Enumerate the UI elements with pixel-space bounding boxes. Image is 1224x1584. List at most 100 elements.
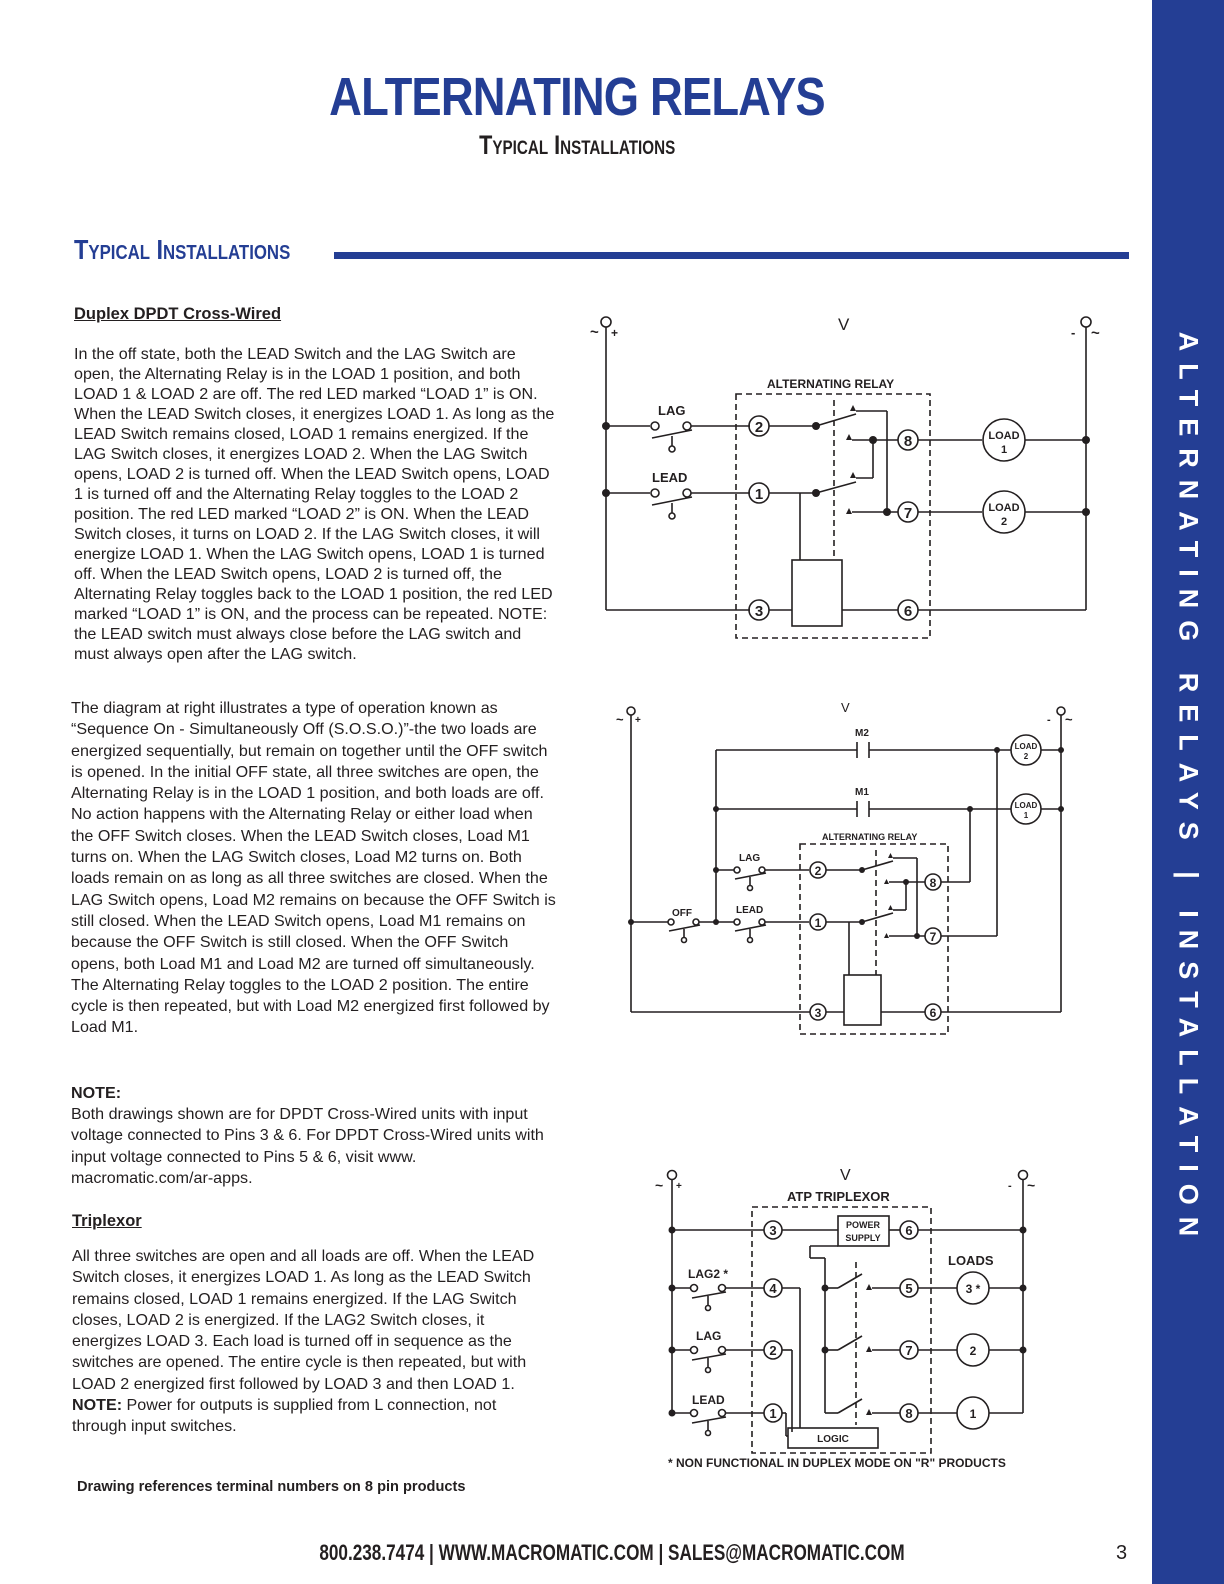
junction-dot xyxy=(713,919,719,925)
terminal-8-label: 8 xyxy=(904,433,912,450)
lag2-switch-contact xyxy=(689,1283,699,1293)
tilde-right: ~ xyxy=(1065,712,1073,727)
off-switch-contact xyxy=(667,918,675,926)
load-2-word: LOAD xyxy=(1015,742,1038,751)
contact-blade xyxy=(861,912,894,923)
terminal-8-label: 8 xyxy=(905,1406,912,1421)
load-1-number: 1 xyxy=(1001,444,1007,456)
contact-triangle xyxy=(866,1346,872,1352)
lag-switch-contact xyxy=(733,866,741,874)
triplexor-heading: Triplexor xyxy=(72,1212,142,1230)
terminal-1-label: 1 xyxy=(755,486,763,503)
junction-dot xyxy=(914,933,920,939)
alternating-relay-box xyxy=(735,393,931,639)
terminal-7-label: 7 xyxy=(930,930,937,944)
tilde-left: ~ xyxy=(616,712,624,727)
lead-label: LEAD xyxy=(736,905,763,916)
minus-sign: - xyxy=(1071,325,1075,340)
note-label: NOTE: xyxy=(71,1084,122,1102)
supply-plus-terminal xyxy=(600,316,612,328)
triplexor-wiring-diagram: ~ + - ~ V ATP TRIPLEXOR 3 POWER SUPPLY 6… xyxy=(655,1167,1035,1470)
lag-switch-contact xyxy=(717,1345,727,1355)
lead-switch-pivot xyxy=(704,1429,712,1437)
junction-dot xyxy=(1019,1284,1027,1292)
terminal-2-label: 2 xyxy=(815,864,822,878)
terminal-8-label: 8 xyxy=(930,876,937,890)
triplexor-footnote: * NON FUNCTIONAL IN DUPLEX MODE ON "R" P… xyxy=(668,1456,1006,1470)
page-number: 3 xyxy=(1116,1542,1128,1564)
load-1-word: LOAD xyxy=(988,430,1019,442)
atp-triplexor-label: ATP TRIPLEXOR xyxy=(787,1189,890,1204)
off-switch-blade xyxy=(668,924,701,932)
supply-plus-terminal xyxy=(626,706,636,716)
lead-switch-blade xyxy=(651,496,693,506)
lead-label: LEAD xyxy=(652,470,687,485)
plus-sign: + xyxy=(611,326,618,340)
terminal-6-label: 6 xyxy=(904,603,912,620)
lead-switch-blade xyxy=(691,1416,727,1424)
plus-sign: + xyxy=(676,1181,682,1192)
sidebar-band xyxy=(1152,0,1224,1584)
terminal-7-label: 7 xyxy=(904,505,912,522)
lag-switch-pivot xyxy=(746,884,754,892)
relay-coil xyxy=(791,559,843,627)
contact-triangle xyxy=(850,405,856,411)
contact-blade xyxy=(815,481,857,494)
terminal-3-label: 3 xyxy=(769,1223,776,1238)
triplexor-paragraph: All three switches are open and all load… xyxy=(72,1246,554,1438)
load-2-label: 2 xyxy=(970,1344,977,1358)
drawing-footnote: Drawing references terminal numbers on 8… xyxy=(77,1479,466,1495)
terminal-1-label: 1 xyxy=(769,1406,776,1421)
plus-sign: + xyxy=(635,715,641,726)
terminal-6-label: 6 xyxy=(930,1006,937,1020)
junction-dot xyxy=(883,508,891,516)
terminal-7-label: 7 xyxy=(905,1343,912,1358)
load-1-label: 1 xyxy=(970,1407,977,1421)
soso-wiring-diagram: ~ + - ~ V M2 LOAD 2 M1 LOAD 1 ALTERNATIN… xyxy=(616,700,1073,1035)
voltage-label: V xyxy=(841,700,850,715)
junction-dot xyxy=(1082,508,1090,516)
contact-triangle xyxy=(884,879,889,884)
lag-switch-blade xyxy=(734,872,767,880)
load-2-number: 2 xyxy=(1001,516,1007,528)
supply-plus-terminal xyxy=(666,1169,678,1181)
lag-label: LAG xyxy=(658,403,685,418)
lag-switch-contact xyxy=(682,421,692,431)
note-text: Both drawings shown are for DPDT Cross-W… xyxy=(71,1105,544,1187)
supply-minus-terminal xyxy=(1056,706,1066,716)
atp-triplexor-box xyxy=(751,1206,932,1454)
footer-contact: 800.238.7474 | WWW.MACROMATIC.COM | SALE… xyxy=(319,1540,905,1565)
lead-label: LEAD xyxy=(692,1393,725,1407)
lag-label: LAG xyxy=(739,853,760,864)
load-1-number: 1 xyxy=(1024,811,1029,820)
tilde-left: ~ xyxy=(590,324,599,341)
lag-switch-blade xyxy=(651,429,693,439)
power-supply-block xyxy=(837,1215,890,1247)
contact-triangle xyxy=(888,853,893,858)
terminal-4-label: 4 xyxy=(769,1281,777,1296)
contact-triangle xyxy=(884,933,889,938)
contact-triangle xyxy=(850,472,856,478)
junction-dot xyxy=(1058,806,1064,812)
lag-label: LAG xyxy=(696,1329,721,1343)
alternating-relay-label: ALTERNATING RELAY xyxy=(822,832,917,842)
contact-triangle xyxy=(846,508,852,514)
triplexor-note-text: Power for outputs is supplied from L con… xyxy=(72,1396,497,1436)
alternating-relay-label: ALTERNATING RELAY xyxy=(767,377,894,391)
terminal-1-label: 1 xyxy=(815,916,822,930)
lag-switch-contact xyxy=(650,421,660,431)
off-switch-contact xyxy=(692,918,700,926)
lead-switch-contact xyxy=(758,918,766,926)
contact-triangle xyxy=(866,1409,872,1415)
minus-sign: - xyxy=(1008,1180,1012,1192)
load-1-word: LOAD xyxy=(1015,801,1038,810)
section-rule xyxy=(334,252,1129,259)
m2-label: M2 xyxy=(855,728,869,739)
contact-blade xyxy=(815,413,857,427)
lag2-switch-blade xyxy=(691,1291,727,1299)
lead-switch-pivot xyxy=(668,512,676,520)
sidebar-label: ALTERNATING RELAYS | INSTALLATION xyxy=(1173,331,1204,1249)
tilde-right: ~ xyxy=(1027,1177,1035,1193)
page-subtitle: Typical Installations xyxy=(479,130,676,160)
minus-sign: - xyxy=(1047,714,1051,726)
